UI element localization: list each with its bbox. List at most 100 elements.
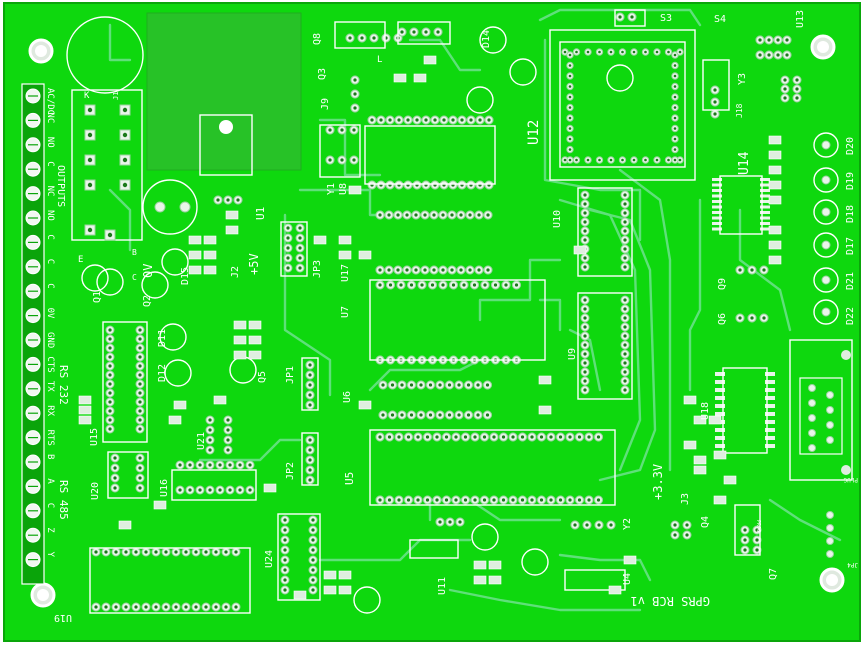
label-q2: Q2 [142,295,153,307]
buzzer-outline [66,16,144,94]
u5-dip-row2 [375,495,603,505]
u6-dip-row2 [378,410,492,420]
label-q3: Q3 [317,68,328,80]
label-q4: Q4 [700,516,711,528]
smd-footprint [233,320,247,330]
label-q9: Q9 [717,278,728,290]
u8-outline [364,125,496,185]
terminal-label: NO [45,137,55,148]
u24-dip [280,515,318,595]
label-u1: U1 [254,207,267,220]
smd-footprint [488,560,502,570]
round-component-outline [164,359,192,387]
u13-header-2 [755,50,792,60]
round-component-outline [471,523,499,551]
label-q7: Q7 [768,568,779,580]
label-rs485: RS 485 [57,480,70,520]
smd-footprint [768,165,782,175]
label-u14: U14 [737,151,752,175]
led-outline [813,232,839,258]
round-component-outline [606,64,634,92]
u2-outline [397,21,451,45]
j18-outline [702,59,730,111]
smd-footprint [573,245,587,255]
terminal-label: Z [45,527,55,533]
smd-footprint [768,195,782,205]
u9-dip [580,295,630,395]
u13-header [755,35,792,45]
u7-outline [369,279,546,361]
u2-header [397,27,443,37]
j9-outline [319,124,361,178]
label-u17: U17 [340,264,351,282]
label-u16: U16 [159,479,170,497]
label-u20: U20 [90,482,101,500]
terminal-label: C [45,503,55,508]
label-outputs: OUTPUTS [55,165,66,207]
smd-footprint [393,73,407,83]
label-d12: D12 [157,364,168,382]
terminal-label: NC [45,186,55,197]
led-outline [813,167,839,193]
smd-footprint [358,400,372,410]
q4-pads [670,520,692,540]
smd-footprint [358,250,372,260]
label-u24: U24 [264,550,275,568]
u14-outline [719,175,763,235]
terminal-block [21,83,45,585]
capacitor-c1-outline [142,179,198,235]
label-s3: S3 [660,13,672,24]
smd-footprint [473,560,487,570]
label-k: K [84,91,90,101]
smd-footprint [233,335,247,345]
label-u11: U11 [437,577,448,595]
label-plug: PLUG [843,476,858,483]
smd-footprint [413,73,427,83]
smd-footprint [78,395,92,405]
smd-footprint [683,440,697,450]
round-component-outline [521,548,549,576]
label-u18: U18 [700,402,711,420]
label-s4: S4 [714,14,726,25]
smd-footprint [233,350,247,360]
smd-footprint [188,265,202,275]
u17-dip-row2 [375,265,493,275]
label-jp2: JP2 [285,462,296,480]
label-d14: D14 [481,30,492,48]
smd-footprint [338,250,352,260]
u6-dip [378,380,492,390]
y1-pads [325,155,359,165]
smd-footprint [768,255,782,265]
terminal-label: C [45,259,55,264]
round-component-outline [159,323,187,351]
j9-pads [325,125,359,135]
label-plus33v: +3.3V [651,464,665,500]
label-e: E [78,255,83,265]
smd-footprint [188,235,202,245]
u11-pads [435,517,465,527]
round-component-outline [161,248,189,276]
label-u7: U7 [340,306,351,318]
q6-pads [735,313,769,323]
q7-outline [734,504,761,556]
smd-footprint [213,395,227,405]
u7-dip [375,280,521,290]
label-j2: J2 [230,266,241,278]
led-outline [813,199,839,225]
smd-footprint [225,225,239,235]
jp1-header [305,360,315,410]
terminal-label: CTS [45,356,55,372]
label-d22: D22 [845,307,856,325]
label-j1: J1 [112,92,120,100]
smd-footprint [693,415,707,425]
u1-pads [213,195,243,205]
db9-connector [789,339,853,481]
smd-footprint [203,265,217,275]
terminal-label: AC/DC [45,88,55,115]
smd-footprint [168,415,182,425]
smd-footprint [338,570,352,580]
smd-footprint [693,465,707,475]
label-jp3: JP3 [312,260,323,278]
smd-footprint [323,570,337,580]
label-y2: Y2 [622,518,633,530]
